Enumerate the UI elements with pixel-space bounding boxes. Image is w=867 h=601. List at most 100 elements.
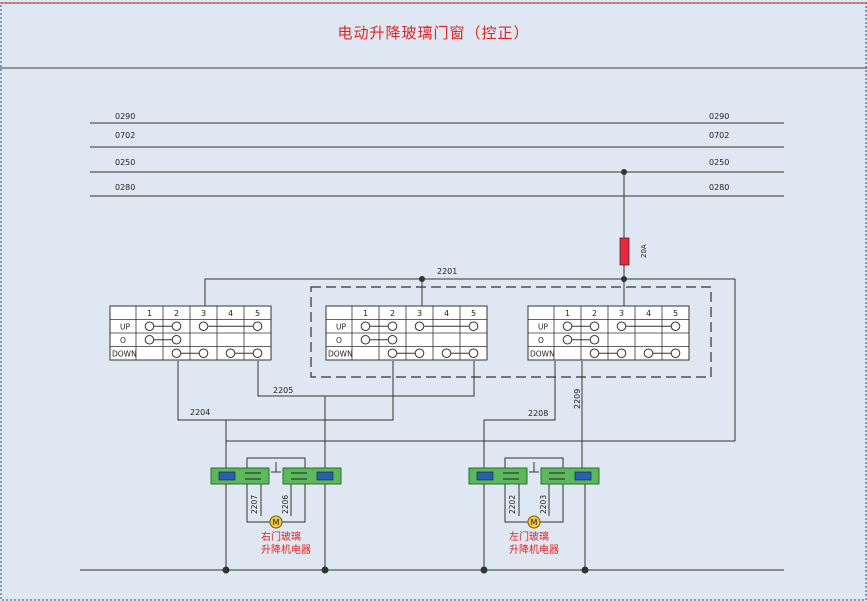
relay-link-wire	[504, 457, 564, 468]
wire-label: 2206	[281, 495, 290, 514]
relay-coil	[218, 471, 236, 481]
motor-symbol: M	[273, 518, 280, 527]
relay-link-wire	[246, 457, 306, 468]
wire-2208	[483, 361, 556, 468]
bus-label-left-2: 0250	[115, 158, 135, 167]
motor-labels: 右门玻璃 升降机电器 左门玻璃 升降机电器	[261, 530, 559, 556]
switch-col-label: 4	[646, 309, 651, 318]
switch-col-label: 1	[147, 309, 152, 318]
switch-contact	[171, 334, 182, 345]
switch-col-label: 4	[228, 309, 233, 318]
switch-col-label: 3	[417, 309, 422, 318]
ground-junction-2	[321, 566, 329, 574]
switch-contact	[387, 334, 398, 345]
switch-col-label: 5	[471, 309, 476, 318]
switch-contact	[468, 348, 479, 359]
switch-col-label: 2	[390, 309, 395, 318]
motor-wire-a	[246, 484, 270, 523]
bus-label-right-0: 0290	[709, 112, 729, 121]
switch-contact	[670, 348, 681, 359]
wire-label: 2203	[539, 495, 548, 514]
relay-coil	[574, 471, 592, 481]
switch-col-label: 5	[673, 309, 678, 318]
switch-col-label: 5	[255, 309, 260, 318]
switch-contact	[144, 334, 155, 345]
motor-label-left-1: 左门玻璃	[509, 530, 549, 543]
bus-label-right-2: 0250	[709, 158, 729, 167]
motor-wire-a	[504, 484, 528, 523]
switch-contact	[225, 348, 236, 359]
motor	[269, 515, 283, 529]
switch-wires	[177, 361, 583, 468]
wire-label-2208: 2208	[528, 409, 548, 418]
wire-label: 2202	[508, 495, 517, 514]
wire-2201	[204, 278, 736, 442]
switch-contact	[252, 321, 263, 332]
wire-label-2205: 2205	[273, 386, 293, 395]
motor-label-right-1: 右门玻璃	[261, 530, 301, 543]
switch-contact	[643, 348, 654, 359]
relay-group-right-door: M 2207 2206	[210, 457, 342, 529]
switch-row-label: O	[336, 336, 342, 345]
bus-label-left-1: 0702	[115, 131, 135, 140]
switch-contact	[360, 321, 371, 332]
bus-label-right-1: 0702	[709, 131, 729, 140]
wire-labels: 2204 2205 2208 2209	[190, 386, 582, 418]
switch-row-label: UP	[120, 323, 130, 332]
bus-labels: 0290 0702 0250 0280 0290 0702 0250 0280	[115, 112, 729, 192]
wire-label-2204: 2204	[190, 408, 210, 417]
motor-wire-b	[540, 484, 564, 523]
motor-symbol: M	[531, 518, 538, 527]
switch-row-label: DOWN	[530, 350, 555, 359]
switch-contact	[562, 334, 573, 345]
switch-contact	[144, 321, 155, 332]
page-title: 电动升降玻璃门窗（控正）	[337, 24, 530, 42]
switch-contact	[562, 321, 573, 332]
wire-label-2201: 2201	[437, 267, 457, 276]
switch-row-label: O	[120, 336, 126, 345]
bus-group	[90, 122, 784, 197]
switch-contact	[171, 348, 182, 359]
ground-junction-4	[581, 566, 589, 574]
switch-col-label: 3	[619, 309, 624, 318]
switch-col-label: 2	[174, 309, 179, 318]
switch-row-label: DOWN	[328, 350, 353, 359]
motor-label-left-2: 升降机电器	[509, 543, 559, 556]
wire-label-2209: 2209	[573, 389, 582, 409]
bus-label-right-3: 0280	[709, 183, 729, 192]
relay-group-left-door: M 2202 2203	[468, 457, 600, 529]
switch-contact	[670, 321, 681, 332]
ground-junction-1	[222, 566, 230, 574]
switch-contact	[414, 321, 425, 332]
switch-contact	[387, 321, 398, 332]
switch-contact	[360, 334, 371, 345]
motor-label-right-2: 升降机电器	[261, 543, 311, 556]
ground-drops	[222, 484, 589, 574]
switch-row-label: O	[538, 336, 544, 345]
bus-label-left-0: 0290	[115, 112, 135, 121]
wire-2205	[257, 361, 475, 397]
switch-contact	[414, 348, 425, 359]
wire-label: 2207	[250, 495, 259, 514]
switch-contact	[589, 321, 600, 332]
switch-contact	[252, 348, 263, 359]
relay-coil	[316, 471, 334, 481]
switch-col-label: 2	[592, 309, 597, 318]
switch-contact	[589, 334, 600, 345]
relay-coil	[476, 471, 494, 481]
switch-contact	[171, 321, 182, 332]
bus-label-left-3: 0280	[115, 183, 135, 192]
motor-wire-b	[282, 484, 306, 523]
ground-junction-3	[480, 566, 488, 574]
switch-contact	[589, 348, 600, 359]
switch-contact	[468, 321, 479, 332]
wire-2204	[177, 361, 394, 421]
switch-contact	[198, 348, 209, 359]
fuse-rating: 20A	[640, 244, 648, 258]
switch-contact	[616, 321, 627, 332]
